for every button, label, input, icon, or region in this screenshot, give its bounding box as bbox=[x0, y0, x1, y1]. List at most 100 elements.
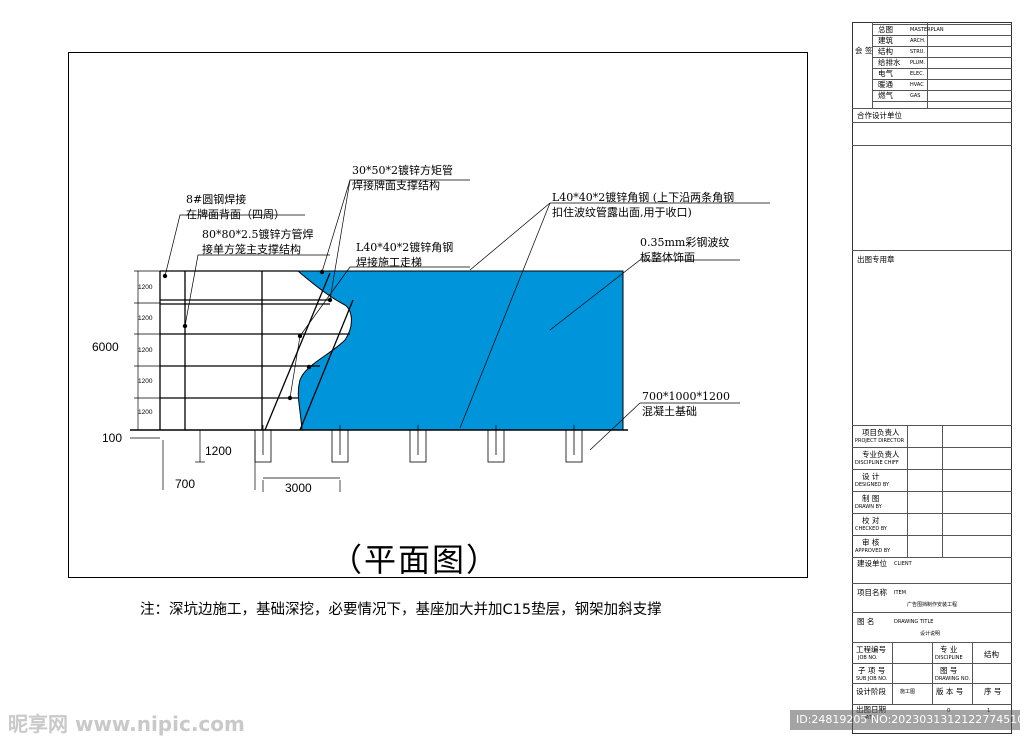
annotation-text: 扣住波纹管露出面,用于收口) bbox=[552, 206, 692, 219]
title-block-line bbox=[872, 68, 1012, 69]
seal-label: 出图专用章 bbox=[857, 255, 895, 264]
version-label: 版 本 号 bbox=[936, 687, 964, 696]
title-block-line bbox=[972, 642, 973, 704]
role-en: APPROVED BY bbox=[855, 548, 891, 554]
annotation-text: L40*40*2镀锌角钢 bbox=[356, 241, 454, 254]
sub-job-label: 子 项 号 bbox=[858, 666, 886, 675]
discipline-en: PLUM. bbox=[910, 60, 926, 66]
annotation-text: L40*40*2镀锌角钢 (上下沿两条角钢 bbox=[552, 191, 735, 204]
dim-post-spacing: 3000 bbox=[285, 481, 312, 495]
job-no-en: JOB NO. bbox=[858, 655, 878, 661]
annotation-text: 0.35mm彩钢波纹 bbox=[640, 236, 730, 249]
title-block-line bbox=[892, 642, 893, 704]
role-en: DESIGNED BY bbox=[855, 482, 890, 488]
stage-value: 施工图 bbox=[900, 689, 916, 695]
discipline-name: 暖通 bbox=[878, 80, 893, 89]
countersign-label: 会 签 bbox=[855, 46, 873, 55]
annotation-text: 焊接牌面支撑结构 bbox=[352, 179, 440, 192]
title-block-line bbox=[872, 79, 1012, 80]
discipline-en: STRU. bbox=[910, 49, 925, 55]
title-block-line bbox=[852, 663, 1012, 664]
bottom-dimensions bbox=[130, 429, 341, 492]
annotation-text: 8#圆钢焊接 bbox=[186, 193, 247, 206]
role-en: DRAWN BY bbox=[855, 504, 882, 510]
title-block-line bbox=[872, 35, 1012, 36]
title-block-line bbox=[852, 683, 1012, 684]
role-name: 制 图 bbox=[862, 494, 880, 503]
title-block-line bbox=[872, 24, 1012, 25]
corrugated-panel bbox=[296, 270, 624, 431]
discipline-name: 总图 bbox=[878, 25, 893, 34]
discipline-name: 给排水 bbox=[878, 58, 901, 67]
title-block-line bbox=[852, 447, 1012, 448]
title-block-line bbox=[872, 90, 1012, 91]
role-name: 校 对 bbox=[862, 516, 880, 525]
leader-dots bbox=[162, 269, 333, 401]
title-block-line bbox=[852, 122, 1012, 123]
title-block-line bbox=[852, 513, 1012, 514]
role-name: 项目负责人 bbox=[862, 428, 900, 437]
plan-title: （平面图） bbox=[330, 541, 501, 579]
annotation-edge-angle: L40*40*2镀锌角钢 (上下沿两条角钢 扣住波纹管露出面,用于收口) bbox=[552, 190, 734, 220]
drawing-title-en: DRAWING TITLE bbox=[894, 619, 934, 625]
discipline-name: 燃气 bbox=[878, 91, 893, 100]
annotation-round-steel: 8#圆钢焊接 在牌面背面（四周） bbox=[186, 192, 285, 222]
steel-frame bbox=[159, 270, 354, 431]
discipline-en: MASTERPLAN bbox=[910, 27, 944, 33]
discipline-en: ELEC. bbox=[910, 71, 925, 77]
drawing-no-en: DRAWING NO. bbox=[935, 676, 970, 682]
title-block-line bbox=[942, 425, 943, 557]
role-en: PROJECT DIRECTOR bbox=[855, 438, 905, 444]
dim-row-1: 1200 bbox=[138, 284, 153, 291]
drawing-no-label: 图 号 bbox=[940, 666, 958, 675]
title-block-line bbox=[852, 583, 1012, 584]
title-block-line bbox=[852, 108, 1012, 109]
annotation-text: 700*1000*1200 bbox=[642, 390, 730, 403]
client-label: 建设单位 bbox=[857, 559, 887, 568]
drawing-title-value: 设计说明 bbox=[920, 631, 941, 637]
leader-lines bbox=[164, 179, 770, 451]
role-name: 专业负责人 bbox=[862, 450, 900, 459]
drawing-frame bbox=[68, 52, 808, 578]
role-en: DISCIPLINE CHIFF bbox=[855, 460, 899, 466]
item-value: 广告围挡制作安装工程 bbox=[907, 602, 958, 608]
discipline-en: GAS bbox=[910, 93, 921, 99]
annotation-ladder-angle: L40*40*2镀锌角钢 焊接施工走梯 bbox=[356, 240, 453, 270]
discipline-en: HVAC bbox=[910, 82, 924, 88]
title-block bbox=[852, 22, 1012, 734]
annotation-text: 接单方笼主支撑结构 bbox=[202, 243, 301, 256]
title-block-line bbox=[852, 612, 1012, 613]
role-name: 审 核 bbox=[862, 538, 880, 547]
annotation-square-tube: 80*80*2.5镀锌方管焊 接单方笼主支撑结构 bbox=[202, 227, 314, 257]
annotation-text: 板整体饰面 bbox=[640, 251, 695, 264]
title-block-line bbox=[872, 22, 873, 108]
title-block-line bbox=[872, 101, 1012, 102]
discipline-name: 电气 bbox=[878, 69, 893, 78]
serial-label: 序 号 bbox=[984, 687, 1002, 696]
discipline-name: 建筑 bbox=[878, 36, 893, 45]
annotation-rect-tube: 30*50*2镀锌方矩管 焊接牌面支撑结构 bbox=[352, 163, 453, 193]
job-no-label: 工程编号 bbox=[856, 645, 886, 654]
discipline-value: 结构 bbox=[984, 650, 999, 659]
dim-row-5: 1200 bbox=[138, 409, 153, 416]
title-block-line bbox=[852, 557, 1012, 558]
title-block-line bbox=[852, 535, 1012, 536]
role-en: CHECKED BY bbox=[855, 526, 887, 532]
partner-label: 合作设计单位 bbox=[857, 111, 902, 120]
discipline-name: 结构 bbox=[878, 47, 893, 56]
title-block-line bbox=[852, 425, 1012, 426]
dim-base-offset: 100 bbox=[102, 431, 123, 445]
annotation-text: 焊接施工走梯 bbox=[356, 256, 422, 269]
discipline-label: 专 业 bbox=[940, 645, 958, 654]
title-block-line bbox=[932, 642, 933, 704]
annotation-text: 30*50*2镀锌方矩管 bbox=[352, 164, 453, 177]
title-block-line bbox=[852, 491, 1012, 492]
sub-job-en: SUB JOB NO. bbox=[856, 676, 888, 682]
role-name: 设 计 bbox=[862, 472, 880, 481]
title-block-line bbox=[852, 469, 1012, 470]
annotation-text: 80*80*2.5镀锌方管焊 bbox=[202, 228, 314, 241]
title-block-line bbox=[872, 46, 1012, 47]
dim-foundation-width: 700 bbox=[175, 477, 196, 491]
date-label: 出图日期 bbox=[856, 705, 886, 714]
